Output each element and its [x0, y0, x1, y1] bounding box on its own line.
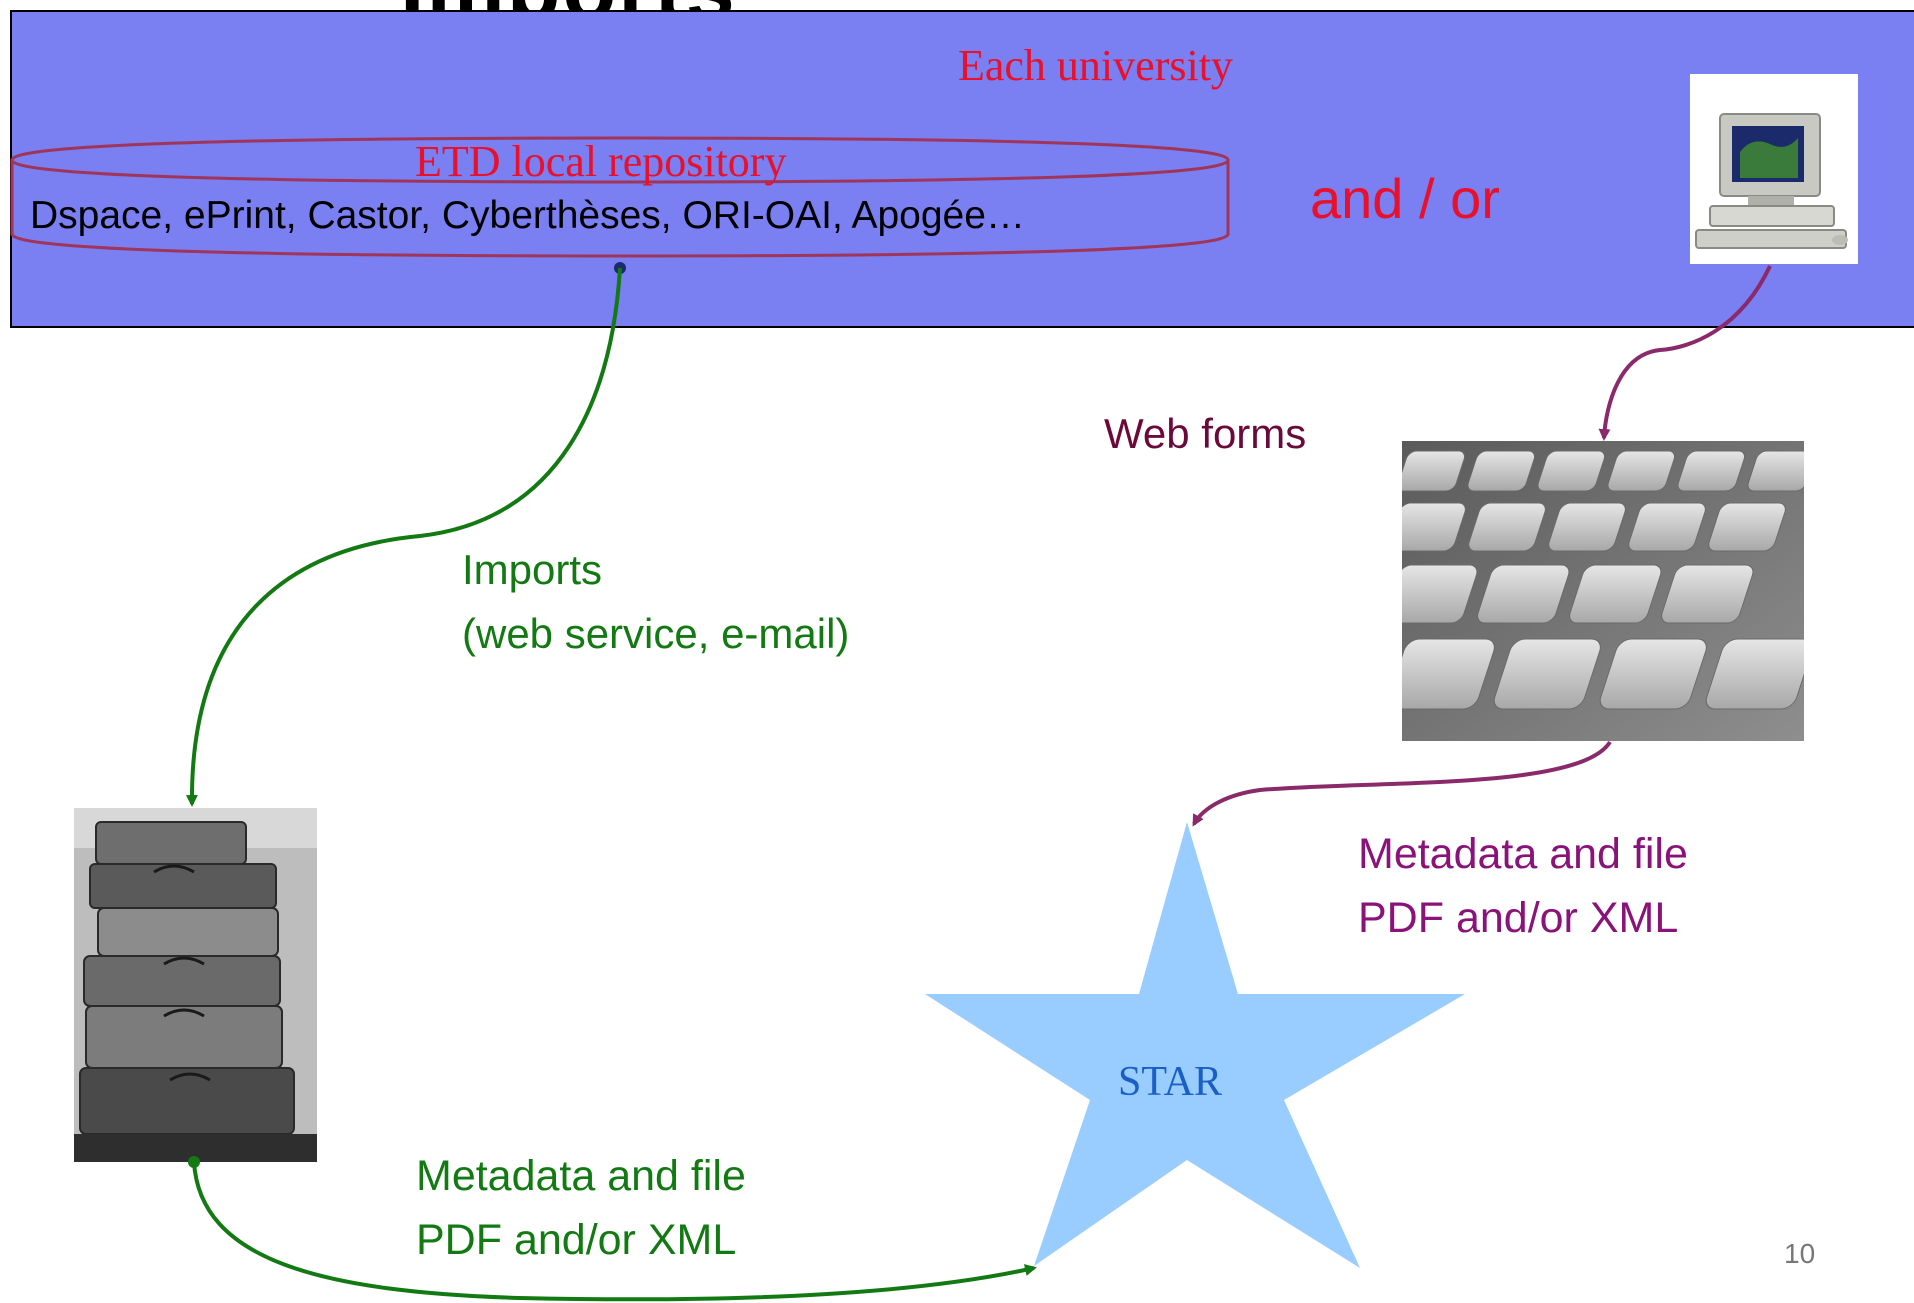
keyboard-image: [1385, 441, 1816, 741]
repository-list: Dspace, ePrint, Castor, Cyberthèses, ORI…: [30, 194, 1025, 237]
metadata-right-label: Metadata and file PDF and/or XML: [1358, 822, 1688, 950]
page-number: 10: [1784, 1238, 1816, 1269]
metadata-right-line-1: Metadata and file: [1358, 830, 1688, 878]
metadata-left-label: Metadata and file PDF and/or XML: [416, 1144, 746, 1272]
each-university-label: Each university: [958, 41, 1233, 90]
repository-label: ETD local repository: [415, 137, 787, 186]
star-label: STAR: [1118, 1059, 1222, 1105]
web-forms-label: Web forms: [1104, 410, 1307, 457]
metadata-left-line-1: Metadata and file: [416, 1152, 746, 1200]
computer-icon: [1690, 74, 1858, 264]
and-or-label: and / or: [1310, 167, 1500, 230]
metadata-left-line-2: PDF and/or XML: [416, 1216, 737, 1264]
repository-cylinder: [10, 136, 1230, 258]
metadata-right-line-2: PDF and/or XML: [1358, 894, 1679, 942]
